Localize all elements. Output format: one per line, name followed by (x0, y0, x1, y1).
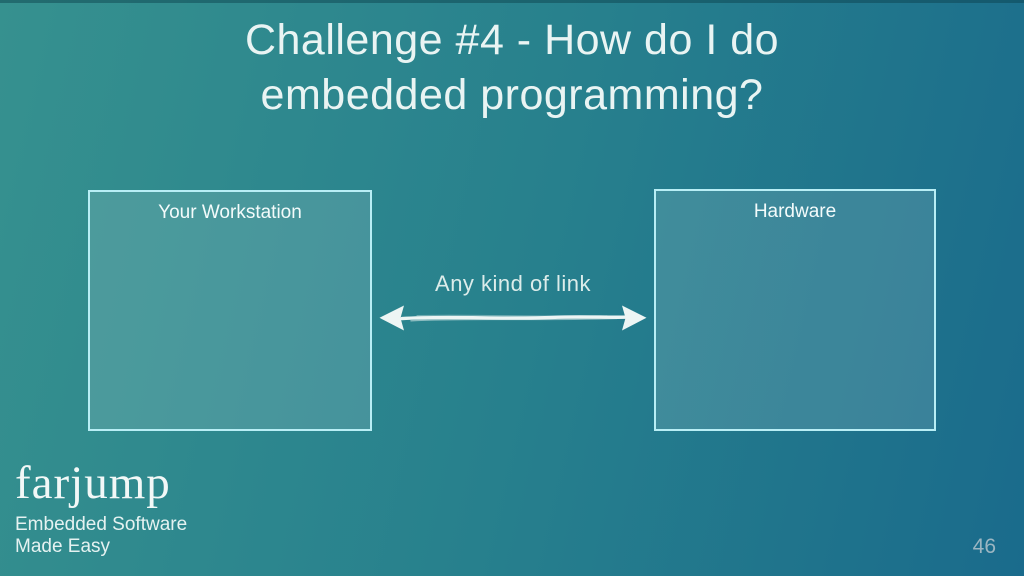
logo-tagline-line1: Embedded Software (15, 514, 188, 535)
top-edge-divider (0, 0, 1024, 3)
logo-tagline: Embedded Software Made Easy (15, 514, 187, 558)
link-annotation: Any kind of link (372, 271, 654, 335)
slide-title: Challenge #4 - How do I do embedded prog… (0, 13, 1024, 123)
logo-brand-text: farjump (15, 457, 171, 509)
workstation-box: Your Workstation (88, 190, 372, 431)
slide-title-line1: Challenge #4 - How do I do (244, 16, 780, 64)
hardware-box: Hardware (654, 189, 936, 431)
page-number: 46 (972, 535, 996, 558)
hardware-box-label: Hardware (753, 201, 837, 222)
farjump-logo: farjump Embedded Software Made Easy (15, 458, 187, 558)
slide-title-line2: embedded programming? (260, 71, 764, 119)
double-headed-arrow-icon (379, 305, 647, 331)
workstation-box-label: Your Workstation (158, 202, 302, 223)
link-label: Any kind of link (435, 271, 591, 296)
logo-tagline-line2: Made Easy (15, 536, 111, 557)
